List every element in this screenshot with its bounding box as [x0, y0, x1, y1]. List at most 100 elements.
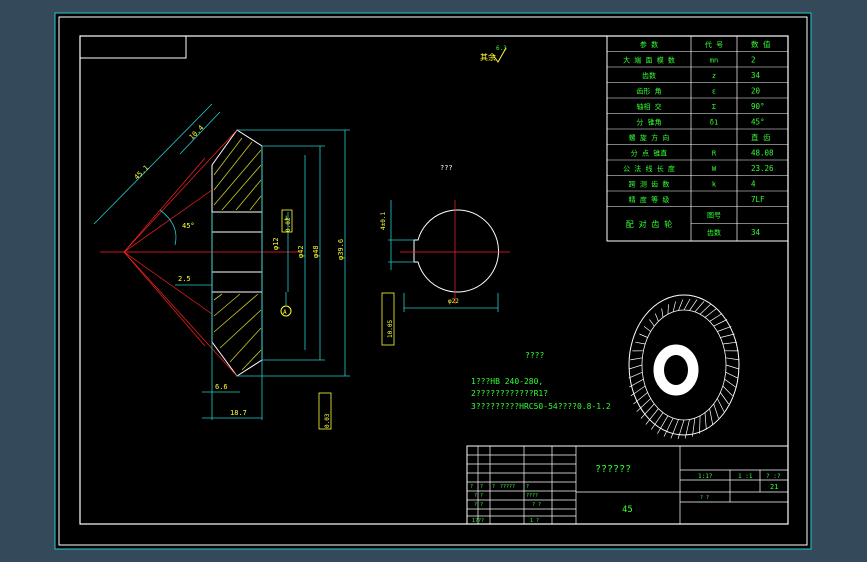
material: 45 — [622, 505, 633, 515]
gear-tooth — [709, 313, 723, 322]
gear-tooth — [654, 313, 659, 322]
dim-outer: φ39.6 — [337, 239, 345, 260]
note-3: 3?????????HRC50-54????0.8-1.2 — [471, 402, 611, 411]
param-symbol: mn — [710, 57, 718, 65]
tb-label: ? — [470, 484, 473, 490]
corner-code-box — [79, 35, 187, 59]
pair-row-value: 34 — [751, 228, 761, 237]
param-value: 45° — [751, 118, 765, 127]
gear-tooth — [636, 398, 651, 412]
note-1: 1???HB 240-280, — [471, 377, 543, 386]
datum-a: A — [283, 309, 287, 316]
param-name: 参 数 — [640, 40, 658, 49]
param-name: 轴相 交 — [636, 102, 661, 111]
gear-tooth — [630, 385, 646, 397]
param-name: 公 法 线 长 度 — [623, 164, 675, 173]
gear-tooth — [663, 417, 674, 437]
param-name: 齿形 角 — [636, 87, 661, 96]
tb-label: ? ? — [700, 495, 709, 501]
inner-frame — [79, 35, 789, 525]
dim-root: φ42 — [297, 245, 305, 258]
gear-tooth — [677, 419, 685, 440]
drawing-area — [54, 12, 812, 550]
dim-angle: 45° — [182, 222, 195, 230]
technical-notes: ???? 1???HB 240-280, 2????????????R1? 3?… — [471, 351, 611, 411]
param-name: 齿数 — [642, 71, 656, 80]
param-name: 精 度 等 级 — [629, 195, 670, 204]
notes-heading: ???? — [525, 351, 544, 360]
gear-tooth — [725, 357, 740, 361]
gear-tooth — [630, 357, 643, 361]
keyway-view: 4±0.1 φ22 10.05 ??? — [380, 164, 510, 346]
question-note: ??? — [440, 164, 453, 172]
tb-label: ???? — [526, 493, 538, 499]
gear-tooth — [713, 403, 719, 419]
pair-row-label: 图号 — [707, 212, 721, 220]
dim-keyway-depth: φ22 — [448, 298, 459, 305]
gear-3d-illustration — [628, 294, 740, 440]
tb-label: ? ? — [474, 502, 483, 508]
drawing-title: ?????? — [595, 464, 631, 475]
gear-tooth — [722, 385, 733, 397]
param-value: 23.26 — [751, 164, 774, 173]
sheet-number: 21 — [770, 483, 778, 491]
tolerance-frame-bottom: 0.03 — [318, 392, 332, 430]
tb-label: ? ? — [474, 493, 483, 499]
tb-label: ? — [526, 484, 529, 490]
param-name: 大 端 面 模 数 — [623, 56, 675, 65]
gear-tooth — [724, 378, 736, 388]
gear-tooth — [643, 326, 651, 332]
bore-outline — [413, 209, 499, 293]
tb-label: ????? — [500, 484, 515, 490]
gear-tooth — [725, 371, 738, 379]
gear-tooth — [672, 301, 676, 312]
param-symbol: δ1 — [710, 119, 718, 127]
param-name: 螺 旋 方 向 — [629, 133, 670, 142]
param-value: 48.08 — [751, 149, 774, 158]
note-2: 2????????????R1? — [471, 389, 548, 398]
roughness-value: 6.3 — [496, 45, 507, 52]
gear-tooth — [717, 326, 732, 332]
gear-tooth — [678, 299, 684, 311]
gear-tooth — [704, 308, 717, 318]
param-symbol: W — [712, 165, 717, 173]
roughness-symbol: 其余 6.3 — [480, 45, 507, 63]
param-symbol: R — [712, 150, 717, 158]
gear-tooth — [699, 415, 701, 434]
tb-label: ? ? — [532, 502, 541, 508]
gear-tooth — [699, 304, 711, 315]
param-name: 分 点 锥直 — [631, 149, 667, 158]
param-value: 2 — [751, 56, 756, 65]
gear-tooth — [692, 418, 696, 437]
gear-tooth — [649, 319, 655, 327]
pair-row-label: 齿数 — [707, 228, 721, 237]
dim-pitch: φ48 — [312, 245, 320, 258]
tb-label: ? — [492, 484, 495, 490]
gear-tooth — [629, 378, 644, 388]
param-name: 跨 测 齿 数 — [629, 180, 670, 189]
dim-bore: φ12 — [272, 237, 280, 250]
scale-1: 1:1? — [698, 473, 713, 480]
param-symbol: Σ — [712, 103, 716, 111]
dim-small: 2.5 — [178, 275, 191, 283]
tol-bottom: 0.03 — [324, 413, 331, 428]
param-symbol: k — [712, 181, 717, 189]
param-name: 分 锥角 — [636, 118, 661, 127]
pair-label: 配 对 齿 轮 — [626, 219, 672, 229]
gear-tooth — [720, 392, 729, 405]
dim-width: 18.7 — [230, 409, 247, 417]
gear-tooth — [628, 371, 643, 379]
gear-tooth — [635, 341, 646, 345]
outer-frame — [58, 16, 808, 546]
dim-hub: 6.6 — [215, 383, 228, 391]
param-symbol: 代 号 — [705, 40, 723, 49]
param-value: 34 — [751, 71, 761, 80]
keyway-tol-value: 10.05 — [387, 320, 394, 338]
param-value: 直 齿 — [751, 132, 771, 142]
tb-label: 1??? — [472, 518, 484, 524]
tb-label: 1 ? — [530, 518, 539, 524]
gear-tooth — [670, 419, 679, 439]
gear-tooth — [704, 412, 707, 430]
